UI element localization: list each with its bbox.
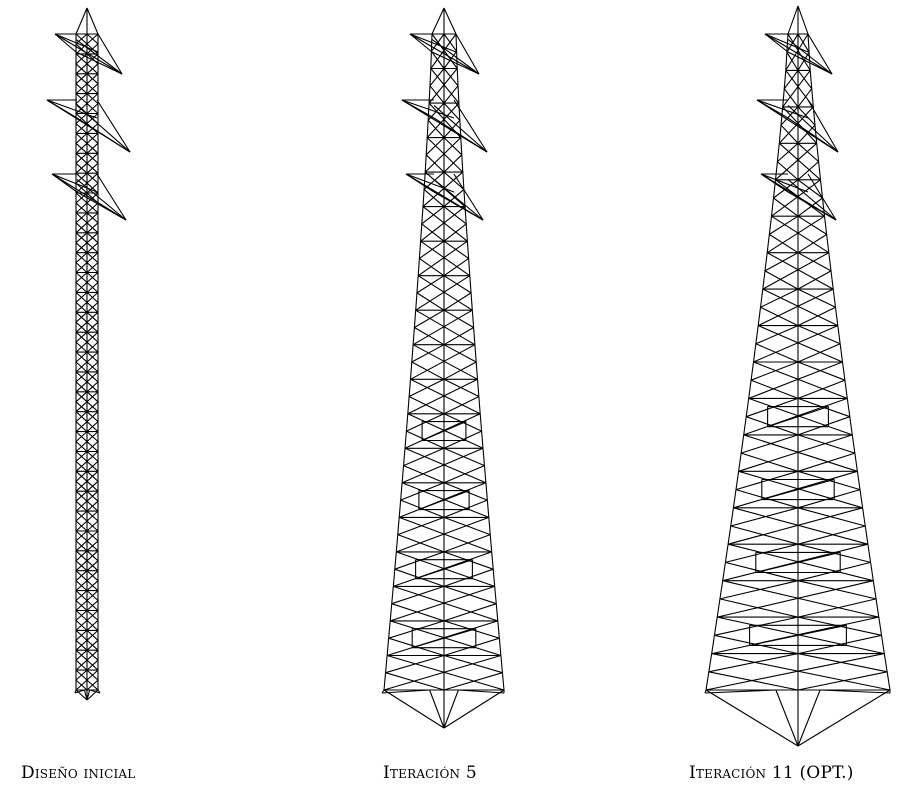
tower-iteration-5 bbox=[381, 7, 505, 729]
caption-iteration-11-opt: Iteración 11 (OPT.) bbox=[689, 763, 854, 783]
tower-initial-design bbox=[46, 7, 131, 701]
tower-iteration-11-optimal bbox=[704, 5, 891, 747]
caption-initial-design: Diseño inicial bbox=[21, 763, 135, 783]
caption-iteration-5: Iteración 5 bbox=[383, 763, 477, 783]
